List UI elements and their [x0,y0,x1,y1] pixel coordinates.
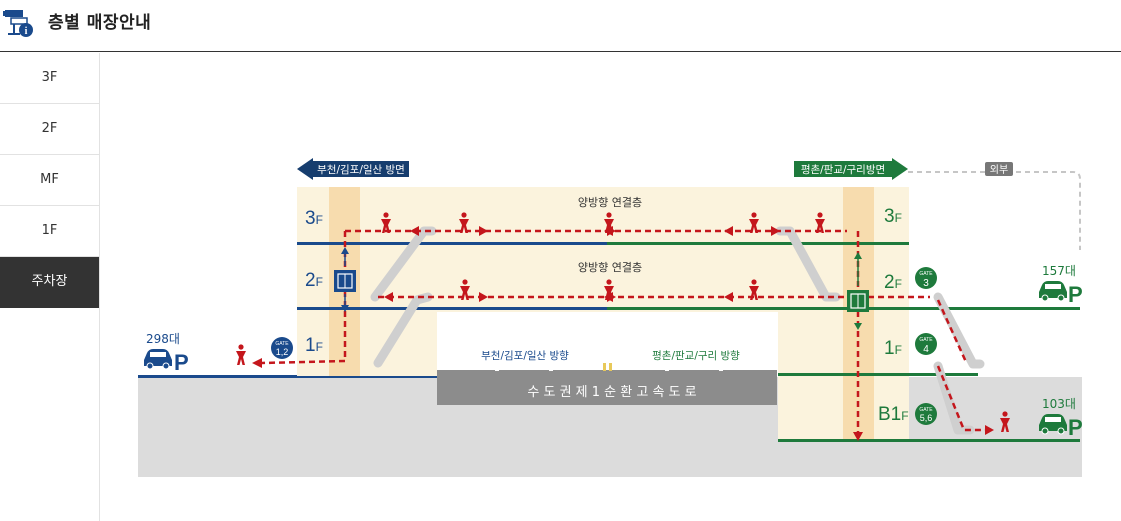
floor-line-2f-right [607,307,1080,310]
svg-text:3F: 3F [884,206,902,227]
gate-3-number: 3 [923,278,929,289]
gate-5-6-badge: GATE 5,6 [915,403,937,425]
gate-1-2-badge: GATE 1,2 [271,337,293,359]
floor-suffix: F [895,277,902,291]
sidebar-item-parking[interactable]: 주차장 [0,257,99,308]
floor-line-1f-right [778,373,978,376]
sidebar-item-mf[interactable]: MF [0,155,99,206]
outside-route [908,171,1081,250]
road-lane-marks [495,363,723,371]
elevator-right-icon [847,252,869,330]
gate-5-6-number: 5,6 [920,413,933,423]
sidebar-item-3f[interactable]: 3F [0,53,99,104]
svg-text:2F: 2F [305,270,323,291]
page-header: i 층별 매장안내 [0,0,1121,52]
svg-text:1F: 1F [305,335,323,356]
car-icon [1038,413,1068,435]
car-icon [1038,280,1068,302]
gate-3-badge: GATE 3 [915,267,937,289]
sidebar-item-2f[interactable]: 2F [0,104,99,155]
floor-labels-left: 3F 2F 1F [305,208,323,356]
walker-icon [236,344,246,365]
elevator-left-icon [334,247,356,312]
floor-suffix: F [901,409,908,423]
floor-b1-right: B1 [878,404,901,425]
road-label-right: 평촌/판교/구리 방향 [652,350,740,362]
svg-text:2F: 2F [884,272,902,293]
gate-4-number: 4 [923,344,929,355]
svg-text:i: i [25,26,28,37]
sidebar-item-1f[interactable]: 1F [0,206,99,257]
floor-line-2f-left [297,307,607,310]
road-line-left [138,375,437,378]
floor-2f-right: 2 [884,272,895,293]
gate-word: GATE [275,341,289,347]
outside-label: 외부 [990,164,1008,176]
car-icon [143,348,173,370]
floor-suffix: F [895,343,902,357]
right-direction-label: 평촌/판교/구리방면 [801,164,885,176]
gate-word: GATE [919,337,933,343]
floor-1f-left: 1 [305,335,316,356]
floor-3f-left: 3 [305,208,316,229]
parking-count-left: 298대 [146,332,180,346]
floor-line-3f-left [297,242,607,245]
floor-line-3f-right [607,242,909,245]
parking-count-right-bottom: 103대 [1042,397,1076,411]
floor-labels-right: 3F 2F 1F B1F [878,206,909,425]
road-label-left: 부천/김포/일산 방향 [481,349,569,362]
floor-suffix: F [316,213,323,227]
left-direction-sign [297,158,409,180]
floor-suffix: F [316,275,323,289]
svg-text:1F: 1F [884,338,902,359]
building-upper [297,187,909,312]
expressway-road [437,370,777,405]
gate-4-badge: GATE 4 [915,333,937,355]
gate-1-2-number: 1,2 [276,347,289,357]
floor-3f-right: 3 [884,206,895,227]
parking-symbol: P [1068,415,1083,440]
floor-1f-right: 1 [884,338,895,359]
floor-suffix: F [895,211,902,225]
parking-count-right-top: 157대 [1042,264,1076,278]
gate-word: GATE [919,407,933,413]
right-direction-sign [794,158,908,180]
outside-badge [985,162,1013,176]
directory-info-icon: i [3,10,33,37]
floor-2f-left: 2 [305,270,316,291]
connect-label-3f: 양방향 연결층 [578,196,642,209]
parking-symbol: P [174,350,189,375]
floor-sidebar: 3F 2F MF 1F 주차장 [0,53,100,521]
page-title: 층별 매장안내 [48,13,152,33]
gate-word: GATE [919,271,933,277]
expressway-label: 수 도 권 제 1 순 환 고 속 도 로 [527,385,696,400]
floor-suffix: F [316,340,323,354]
building-left-lower [297,312,437,376]
svg-text:3F: 3F [305,208,323,229]
connect-label-2f: 양방향 연결층 [578,261,642,274]
parking-symbol: P [1068,282,1083,307]
svg-text:B1F: B1F [878,404,909,425]
left-direction-label: 부천/김포/일산 방면 [317,163,405,176]
floor-line-b1-right [778,439,1080,442]
